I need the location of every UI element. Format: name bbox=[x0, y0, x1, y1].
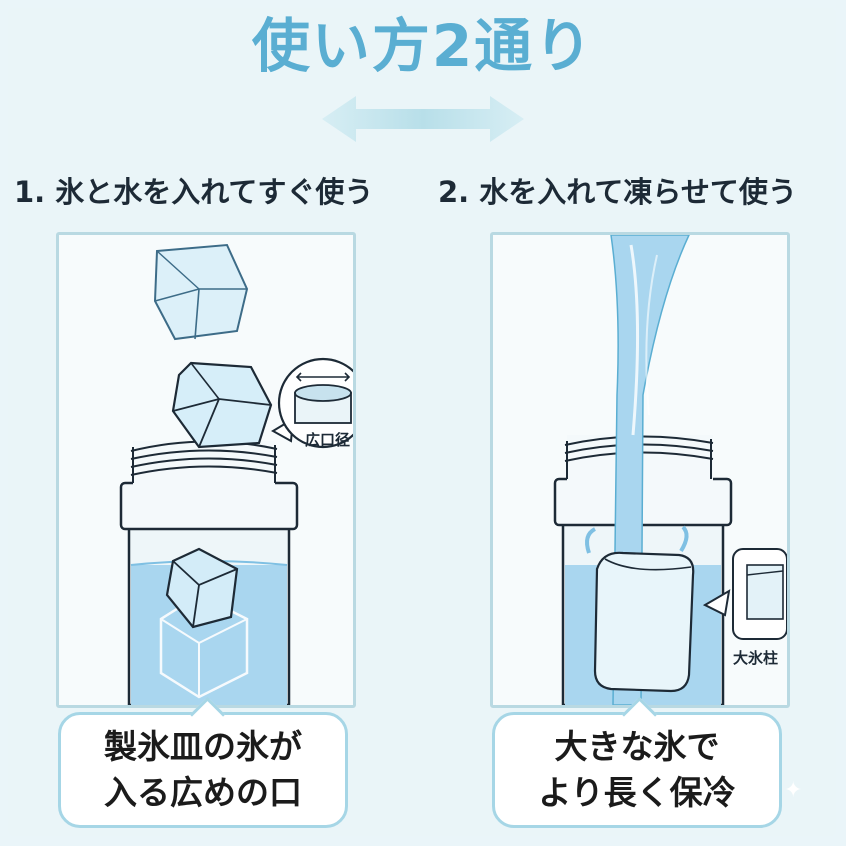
ice-cube-icon bbox=[159, 593, 249, 699]
method-2-illustration: 大氷柱 bbox=[490, 232, 790, 708]
double-arrow-icon bbox=[318, 92, 528, 146]
sparkle-icon: ✦ bbox=[784, 778, 803, 803]
ice-column-icon bbox=[593, 551, 695, 693]
ice-cube-icon bbox=[165, 547, 239, 629]
method-2-heading: 2. 水を入れて凍らせて使う bbox=[438, 175, 797, 209]
ice-column-icon bbox=[702, 548, 787, 640]
method-1-illustration: 広口径 bbox=[56, 232, 356, 708]
method-2-caption-line-1: 大きな氷で bbox=[554, 727, 720, 766]
method-1-caption-line-2: 入る広めの口 bbox=[104, 773, 302, 812]
page-title: 使い方2通り bbox=[251, 12, 595, 80]
method-2-caption: 大きな氷で より長く保冷 bbox=[492, 696, 782, 828]
method-2-caption-line-2: より長く保冷 bbox=[538, 773, 736, 812]
ice-column-label: 大氷柱 bbox=[733, 649, 779, 667]
wide-mouth-label: 広口径 bbox=[305, 431, 351, 449]
method-1-heading: 1. 氷と水を入れてすぐ使う bbox=[14, 175, 374, 209]
method-1-caption-line-1: 製氷皿の氷が bbox=[104, 727, 302, 766]
ice-cube-icon bbox=[153, 243, 249, 341]
wide-mouth-icon bbox=[271, 357, 353, 449]
method-1-caption: 製氷皿の氷が 入る広めの口 bbox=[58, 696, 348, 828]
ice-cube-icon bbox=[171, 361, 273, 449]
